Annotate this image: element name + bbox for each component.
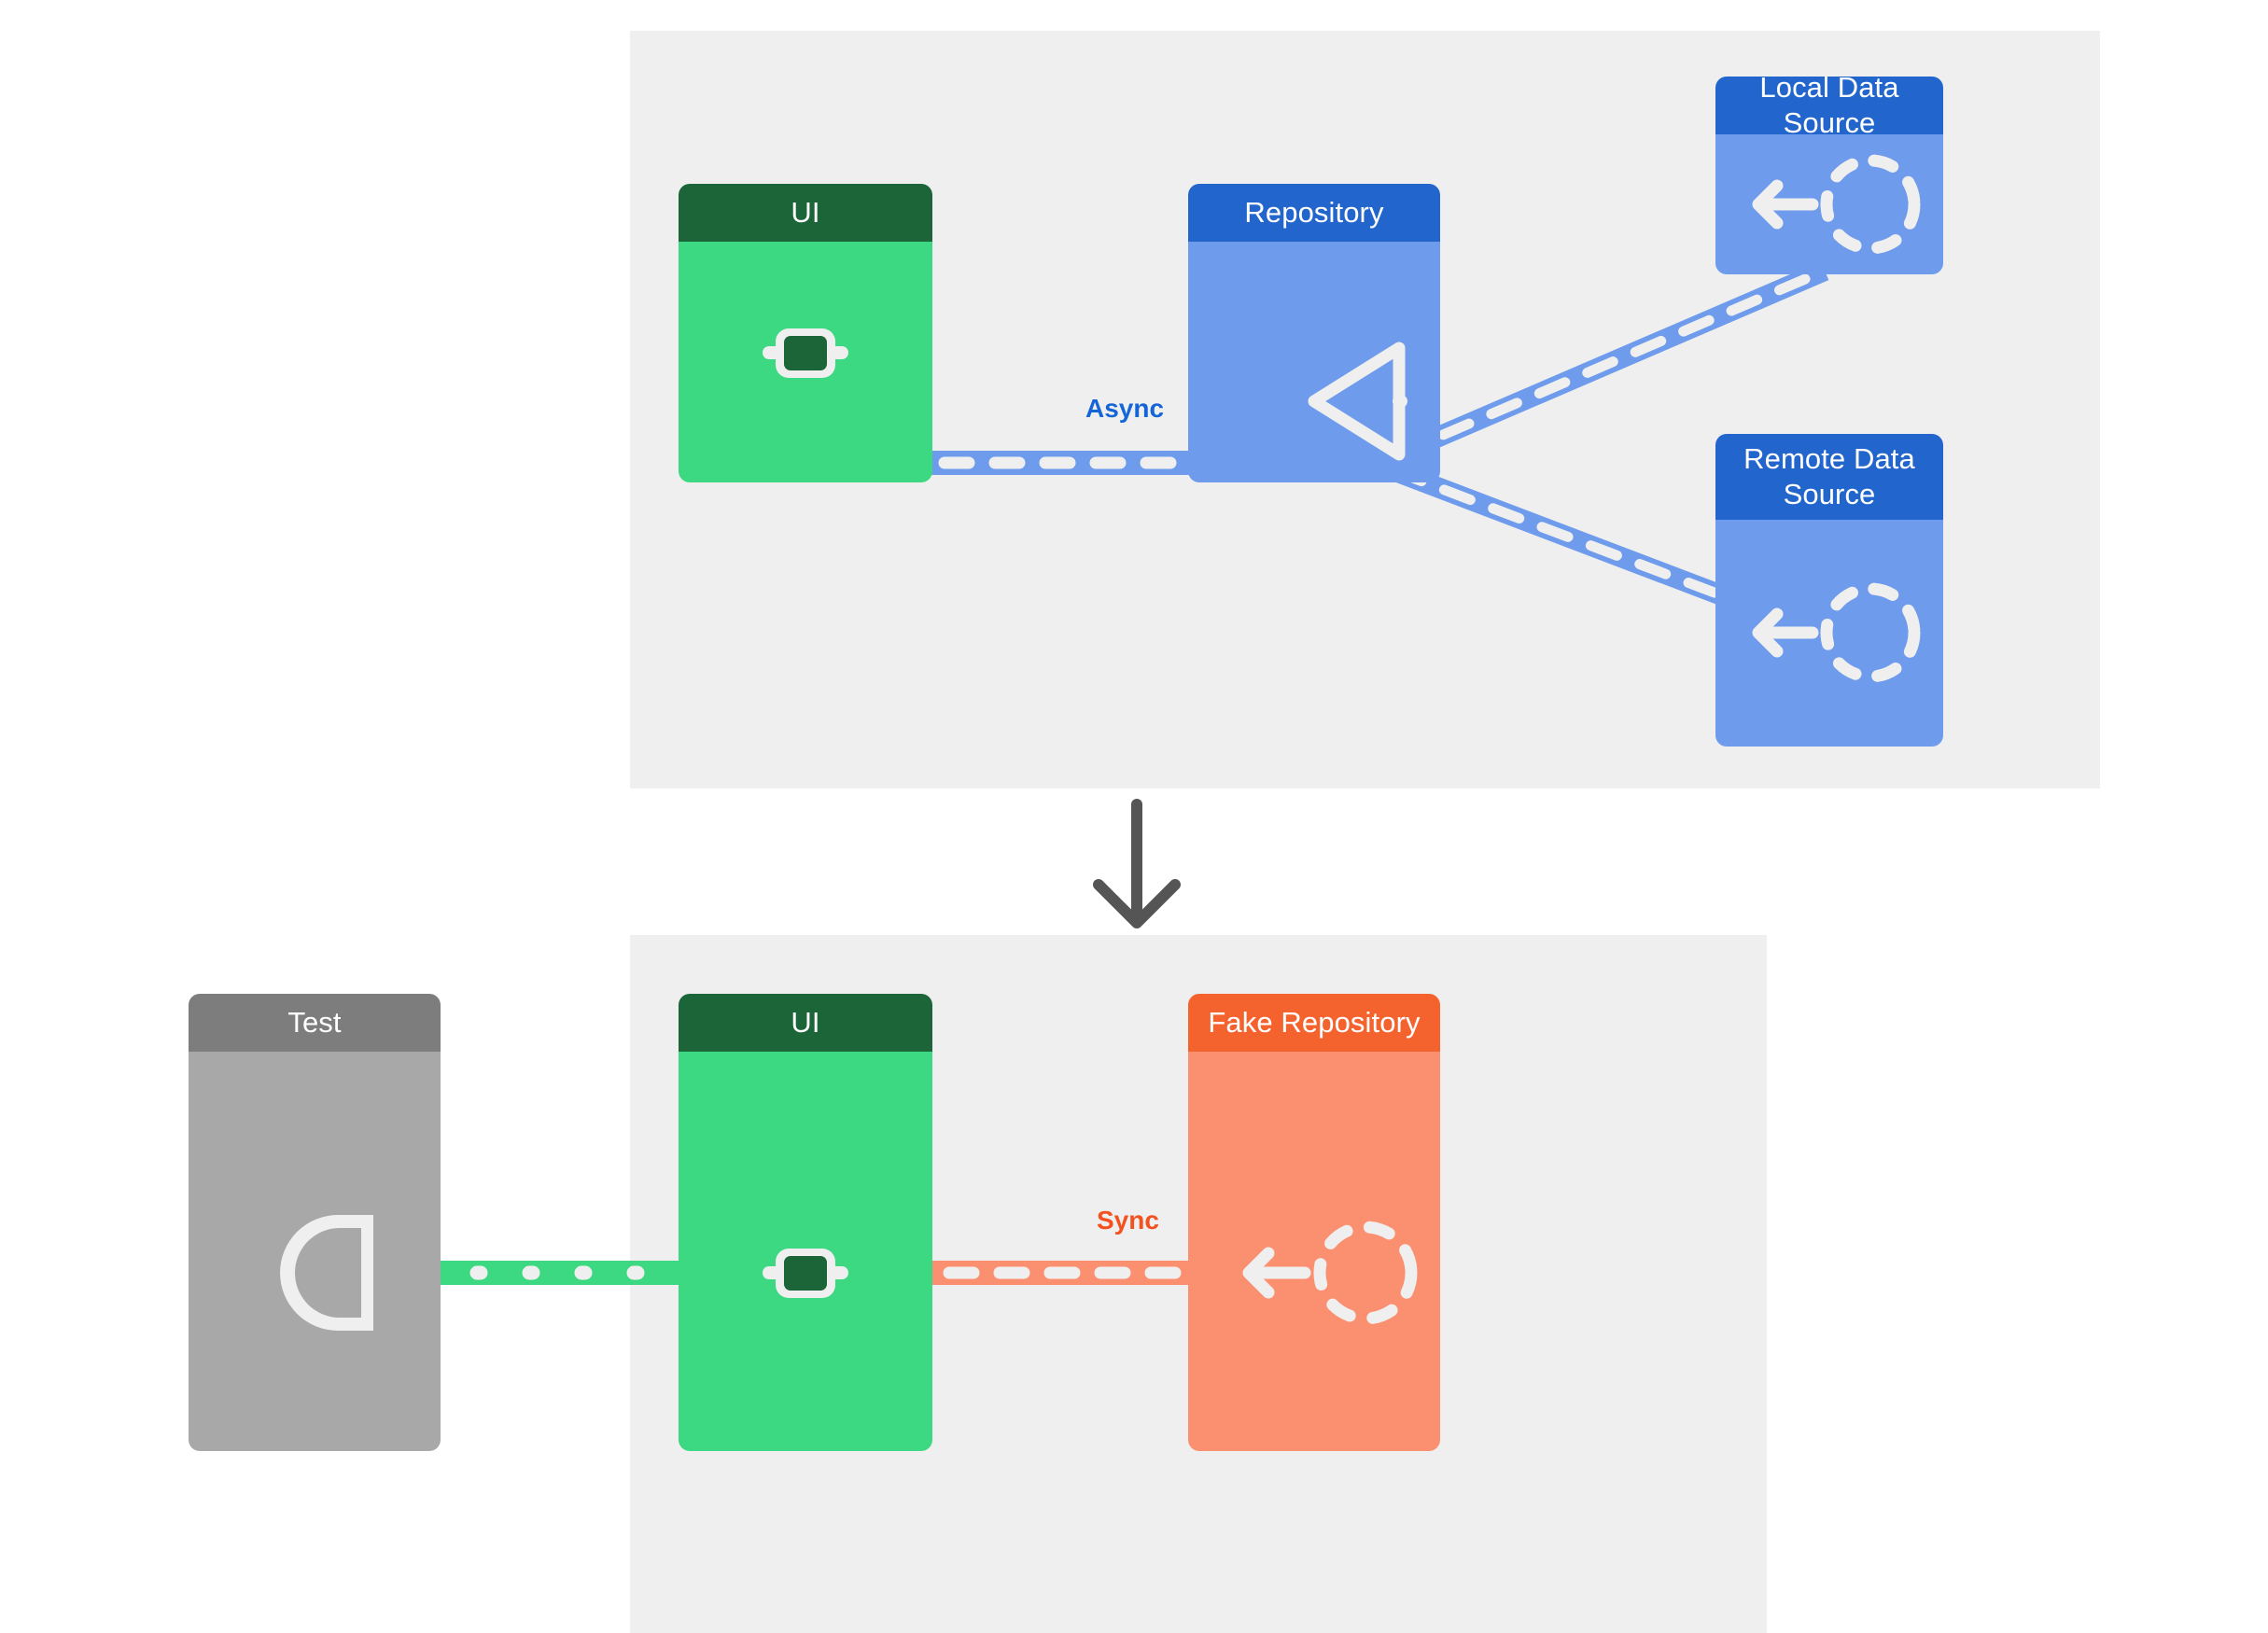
arrow-left-and-dashed-circle-icon <box>1752 582 1921 683</box>
diagram-canvas: UI Repository Local Data Source <box>189 31 2100 1633</box>
node-repository-body <box>1188 242 1440 482</box>
node-ui-test-title: UI <box>679 994 932 1052</box>
triangle-left-outline-icon <box>1308 342 1407 461</box>
node-local-data-source-body <box>1715 134 1943 274</box>
node-fake-repository-title: Fake Repository <box>1188 994 1440 1052</box>
node-ui-production-body <box>679 242 932 482</box>
socket-square-icon <box>763 1249 848 1298</box>
node-test[interactable]: Test <box>189 994 441 1451</box>
node-repository[interactable]: Repository <box>1188 184 1440 482</box>
node-ui-production[interactable]: UI <box>679 184 932 482</box>
edge-label-sync: Sync <box>1097 1206 1159 1235</box>
node-test-body <box>189 1052 441 1451</box>
node-test-title: Test <box>189 994 441 1052</box>
arrow-left-and-dashed-circle-icon <box>1752 154 1921 255</box>
node-remote-data-source-title: Remote Data Source <box>1715 434 1943 520</box>
node-ui-production-title: UI <box>679 184 932 242</box>
arrow-left-and-dashed-circle-icon <box>1242 1221 1418 1325</box>
socket-square-icon <box>763 328 848 378</box>
socket-d-shape-icon <box>280 1215 373 1331</box>
edge-label-async: Async <box>1085 394 1165 423</box>
node-repository-title: Repository <box>1188 184 1440 242</box>
node-fake-repository[interactable]: Fake Repository <box>1188 994 1440 1451</box>
node-ui-test[interactable]: UI <box>679 994 932 1451</box>
node-remote-data-source[interactable]: Remote Data Source <box>1715 434 1943 747</box>
node-fake-repository-body <box>1188 1052 1440 1451</box>
node-local-data-source[interactable]: Local Data Source <box>1715 77 1943 274</box>
node-local-data-source-title: Local Data Source <box>1715 77 1943 139</box>
node-remote-data-source-body <box>1715 520 1943 747</box>
node-ui-test-body <box>679 1052 932 1451</box>
